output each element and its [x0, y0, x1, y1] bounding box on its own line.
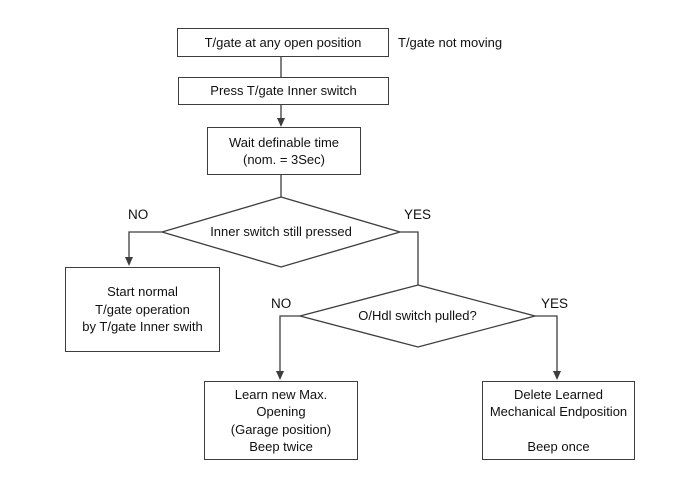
node-press-label: Press T/gate Inner switch [210, 83, 357, 99]
node-learn-line-2: Opening [256, 404, 306, 419]
node-wait-line-1: Wait definable time [228, 134, 340, 150]
node-start-normal-operation: Start normal T/gate operation by T/gate … [65, 267, 220, 352]
node-delete-learned-endposition: Delete Learned Mechanical Endposition Be… [482, 381, 635, 460]
connector-decision-inner-no [128, 231, 162, 264]
node-start-label: T/gate at any open position [204, 34, 362, 50]
decision-ohdl-label: O/Hdl switch pulled? [358, 308, 477, 323]
decision-ohdl-yes-label: YES [541, 296, 569, 311]
arrowhead-into-delete [553, 371, 561, 380]
node-press-inner-switch: Press T/gate Inner switch [178, 77, 389, 105]
node-normal-line-3: by T/gate Inner swith [82, 319, 203, 335]
node-normal-line-1: Start normal [107, 284, 178, 300]
node-wait-definable-time: Wait definable time (nom. = 3Sec) [207, 127, 361, 175]
connector-decision-ohdl-yes [535, 315, 558, 378]
node-learn-line-3: (Garage position) [230, 421, 332, 437]
decision-inner-no-label: NO [128, 207, 149, 222]
node-delete-line-1: Delete Learned [514, 386, 603, 402]
node-delete-line-4: Beep once [527, 439, 590, 454]
node-learn-new-max-opening: Learn new Max. Opening (Garage position)… [204, 381, 358, 460]
node-learn-line-4: Beep twice [249, 439, 313, 454]
connector-decision-inner-yes [400, 231, 419, 285]
arrowhead-into-wait [277, 118, 285, 127]
note-gate-not-moving: T/gate not moving [398, 35, 503, 50]
node-start: T/gate at any open position [177, 28, 389, 57]
arrowhead-into-learn [276, 371, 284, 380]
decision-inner-yes-label: YES [404, 207, 432, 222]
arrowhead-into-normal-op [125, 257, 133, 266]
connector-decision-ohdl-no [279, 315, 300, 378]
node-wait-line-2: (nom. = 3Sec) [242, 152, 325, 167]
node-learn-line-1: Learn new Max. [234, 386, 328, 402]
node-normal-line-2: T/gate operation [95, 301, 190, 317]
decision-ohdl-no-label: NO [271, 296, 292, 311]
node-delete-line-2: Mechanical Endposition [489, 404, 628, 419]
decision-inner-label: Inner switch still pressed [210, 224, 352, 239]
